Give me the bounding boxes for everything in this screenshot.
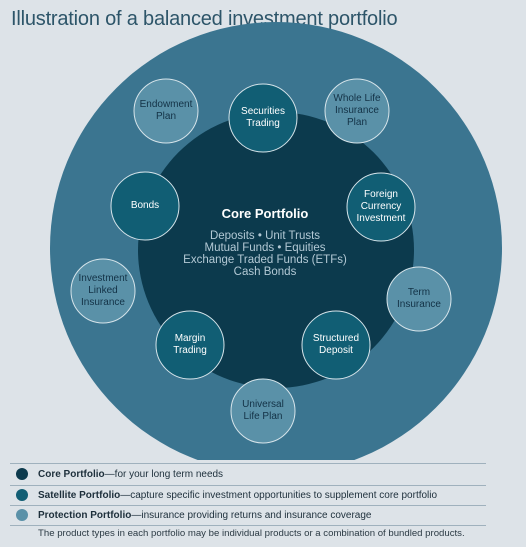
node-structured-deposit (301, 310, 371, 380)
legend-top-divider (10, 463, 486, 464)
legend-core-swatch (16, 468, 28, 480)
legend-protection-name: Protection Portfolio (38, 509, 132, 521)
label-term-insurance: Term Insurance (397, 287, 441, 310)
label-bonds: Bonds (130, 200, 160, 211)
label-foreign-currency-investment: Foreign Currency Investment (356, 189, 406, 224)
legend-satellite-name: Satellite Portfolio (38, 489, 121, 501)
legend-satellite: Satellite Portfolio —capture specific in… (16, 487, 437, 503)
core-item: Deposits • Unit Trusts (209, 230, 321, 242)
node-term-insurance (386, 266, 452, 332)
core-item: Cash Bonds (233, 266, 297, 278)
legend-bottom-divider (10, 525, 486, 526)
node-securities-trading (228, 83, 298, 153)
legend-satellite-swatch (16, 489, 28, 501)
legend-core: Core Portfolio —for your long term needs (16, 466, 223, 482)
node-foreign-currency-investment (346, 172, 416, 242)
legend-protection-desc: —insurance providing returns and insuran… (131, 509, 372, 521)
legend-core-desc: —for your long term needs (104, 468, 224, 480)
node-bonds (110, 171, 180, 241)
core-item: Mutual Funds • Equities (204, 242, 326, 254)
label-structured-deposit: Structured Deposit (312, 333, 360, 356)
node-whole-life-insurance-plan (324, 78, 390, 144)
legend-satellite-desc: —capture specific investment opportuniti… (120, 489, 438, 501)
legend-core-name: Core Portfolio (38, 468, 105, 480)
legend-protection: Protection Portfolio —insurance providin… (16, 507, 371, 523)
core-portfolio-items: Deposits • Unit Trusts Mutual Funds • Eq… (160, 230, 370, 278)
node-universal-life-plan (230, 378, 296, 444)
legend-divider (10, 505, 486, 506)
node-investment-linked-insurance (70, 258, 136, 324)
legend-divider (10, 485, 486, 486)
core-item: Exchange Traded Funds (ETFs) (183, 254, 347, 266)
footnote: The product types in each portfolio may … (38, 528, 465, 539)
node-endowment-plan (133, 78, 199, 144)
label-investment-linked-insurance: Investment Linked Insurance (78, 273, 128, 308)
portfolio-diagram (50, 22, 502, 460)
label-securities-trading: Securities Trading (241, 106, 285, 129)
label-margin-trading: Margin Trading (173, 333, 207, 356)
legend-protection-swatch (16, 509, 28, 521)
label-endowment-plan: Endowment Plan (139, 99, 193, 122)
label-whole-life-insurance-plan: Whole Life Insurance Plan (333, 93, 381, 128)
core-portfolio-title: Core Portfolio (221, 206, 309, 221)
label-universal-life-plan: Universal Life Plan (242, 399, 284, 422)
node-margin-trading (155, 310, 225, 380)
